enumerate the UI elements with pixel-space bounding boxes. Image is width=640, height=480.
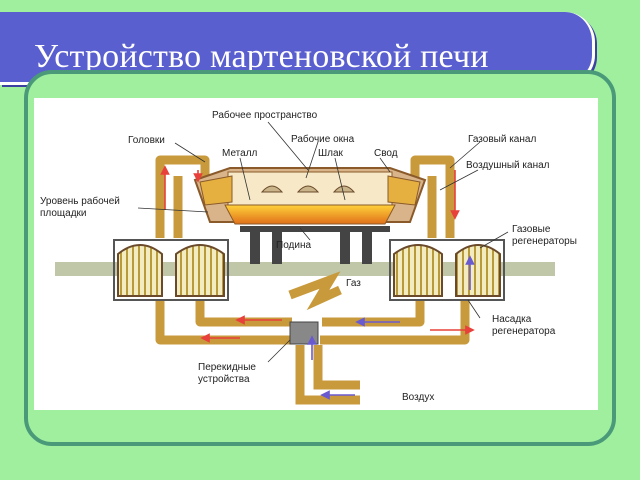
molten-metal-bath	[224, 204, 396, 225]
label-work-windows: Рабочие окна	[291, 133, 355, 145]
cold-flow-arrows	[307, 255, 475, 400]
work-windows	[260, 185, 356, 193]
label-air-channel: Воздушный канал	[466, 160, 550, 171]
left-ducts	[155, 155, 295, 345]
label-platform-level-line1: Уровень рабочей	[40, 195, 120, 207]
label-air: Воздух	[402, 392, 434, 403]
heads	[199, 175, 421, 206]
regenerator-housing	[113, 239, 505, 301]
label-gas-channel: Газовый канал	[468, 134, 536, 145]
label-gas-regenerators-line1: Газовые	[512, 224, 551, 235]
right-ducts	[320, 155, 470, 345]
hot-flow-arrows	[160, 165, 475, 343]
label-platform-level-line2: площадки	[40, 208, 87, 219]
label-switch-devices-line2: устройства	[198, 374, 250, 385]
hearth-supports	[240, 226, 390, 264]
label-metal: Металл	[222, 148, 258, 159]
label-roof: Свод	[374, 148, 398, 159]
slide-title: Устройство мартеновской печи	[34, 38, 489, 75]
label-regenerator-packing-line2: регенератора	[492, 326, 556, 337]
label-slag: Шлак	[318, 148, 344, 159]
leader-lines	[137, 121, 509, 363]
label-heads: Головки	[128, 135, 165, 146]
label-switch-devices-line1: Перекидные	[198, 362, 256, 373]
label-hearth: Подина	[276, 240, 311, 251]
switch-device	[289, 321, 319, 345]
gas-inlet-duct	[288, 271, 342, 311]
switch-ducts	[295, 345, 360, 405]
label-gas-regenerators-line2: регенераторы	[512, 236, 577, 247]
label-regenerator-packing-line1: Насадка	[492, 314, 532, 325]
label-work-space: Рабочее пространство	[212, 109, 318, 121]
label-gas: Газ	[346, 278, 361, 289]
